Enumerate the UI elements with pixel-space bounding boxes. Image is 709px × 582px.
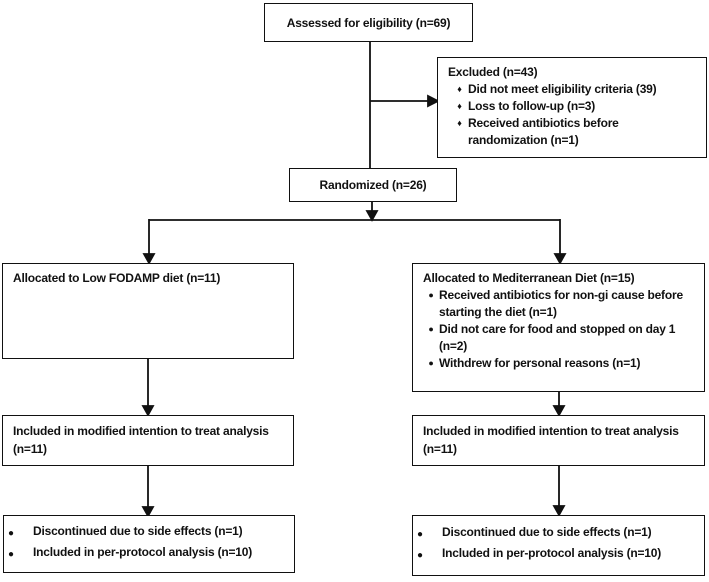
allocation-item-text: Did not care for food and stopped on day…: [439, 322, 676, 353]
excluded-title: Excluded (n=43): [448, 65, 538, 79]
disc-bullet-icon: ●: [428, 324, 434, 334]
list-item: ♦ Loss to follow-up (n=3): [448, 98, 697, 115]
arrowhead-icon: [141, 405, 155, 417]
disc-bullet-icon: ●: [417, 529, 423, 540]
per-protocol-item-text: Included in per-protocol analysis (n=10): [442, 546, 662, 560]
per-protocol-right-list: ● Discontinued due to side effects (n=1)…: [413, 524, 704, 566]
list-item: ● Received antibiotics for non-gi cause …: [423, 287, 695, 321]
per-protocol-left-list: ● Discontinued due to side effects (n=1)…: [4, 523, 294, 565]
randomized-label: Randomized (n=26): [319, 178, 427, 192]
list-item: ● Withdrew for personal reasons (n=1): [423, 355, 695, 372]
allocation-mediterranean-box: Allocated to Mediterranean Diet (n=15) ●…: [412, 263, 705, 392]
excluded-box: Excluded (n=43) ♦ Did not meet eligibili…: [437, 57, 707, 158]
disc-bullet-icon: ●: [428, 358, 434, 368]
allocation-right-title: Allocated to Mediterranean Diet (n=15): [423, 271, 635, 285]
arrowhead-icon: [553, 253, 567, 265]
list-item: ● Included in per-protocol analysis (n=1…: [4, 544, 294, 565]
per-protocol-right-box: ● Discontinued due to side effects (n=1)…: [412, 515, 705, 576]
list-item: ● Discontinued due to side effects (n=1): [413, 524, 704, 545]
allocation-low-fodamp-box: Allocated to Low FODAMP diet (n=11): [2, 263, 294, 359]
assessed-label: Assessed for eligibility (n=69): [286, 15, 451, 30]
per-protocol-item-text: Discontinued due to side effects (n=1): [442, 525, 652, 539]
excluded-list: ♦ Did not meet eligibility criteria (39)…: [448, 81, 697, 149]
allocation-item-text: Withdrew for personal reasons (n=1): [439, 356, 641, 370]
list-item: ♦ Received antibiotics before randomizat…: [448, 115, 697, 149]
mitt-left-line: Included in modified intention to treat …: [13, 424, 269, 438]
allocation-right-list: ● Received antibiotics for non-gi cause …: [423, 287, 695, 372]
arrowhead-icon: [552, 405, 566, 417]
assessed-box: Assessed for eligibility (n=69): [264, 3, 473, 42]
diamond-bullet-icon: ♦: [457, 101, 462, 111]
disc-bullet-icon: ●: [8, 528, 14, 539]
mitt-analysis-right-box: Included in modified intention to treat …: [412, 415, 705, 466]
randomized-box: Randomized (n=26): [289, 168, 457, 202]
disc-bullet-icon: ●: [428, 290, 434, 300]
arrowhead-icon: [552, 505, 566, 517]
mitt-analysis-left-box: Included in modified intention to treat …: [2, 415, 294, 466]
list-item: ● Did not care for food and stopped on d…: [423, 321, 695, 355]
disc-bullet-icon: ●: [417, 550, 423, 561]
excluded-item-text: Loss to follow-up (n=3): [468, 99, 596, 113]
arrowhead-icon: [142, 253, 156, 265]
disc-bullet-icon: ●: [8, 549, 14, 560]
arrowhead-icon: [365, 210, 379, 222]
excluded-item-text: Did not meet eligibility criteria (39): [468, 82, 657, 96]
mitt-right-line: Included in modified intention to treat …: [423, 424, 679, 438]
list-item: ● Discontinued due to side effects (n=1): [4, 523, 294, 544]
allocation-left-title: Allocated to Low FODAMP diet (n=11): [13, 271, 221, 285]
per-protocol-left-box: ● Discontinued due to side effects (n=1)…: [3, 515, 295, 573]
mitt-left-line: (n=11): [13, 442, 47, 456]
per-protocol-item-text: Discontinued due to side effects (n=1): [33, 524, 243, 538]
allocation-item-text: Received antibiotics for non-gi cause be…: [439, 288, 683, 319]
list-item: ● Included in per-protocol analysis (n=1…: [413, 545, 704, 566]
excluded-item-text: Received antibiotics before randomizatio…: [468, 116, 619, 147]
list-item: ♦ Did not meet eligibility criteria (39): [448, 81, 697, 98]
mitt-right-line: (n=11): [423, 442, 457, 456]
diamond-bullet-icon: ♦: [457, 118, 462, 128]
per-protocol-item-text: Included in per-protocol analysis (n=10): [33, 545, 253, 559]
diamond-bullet-icon: ♦: [457, 84, 462, 94]
